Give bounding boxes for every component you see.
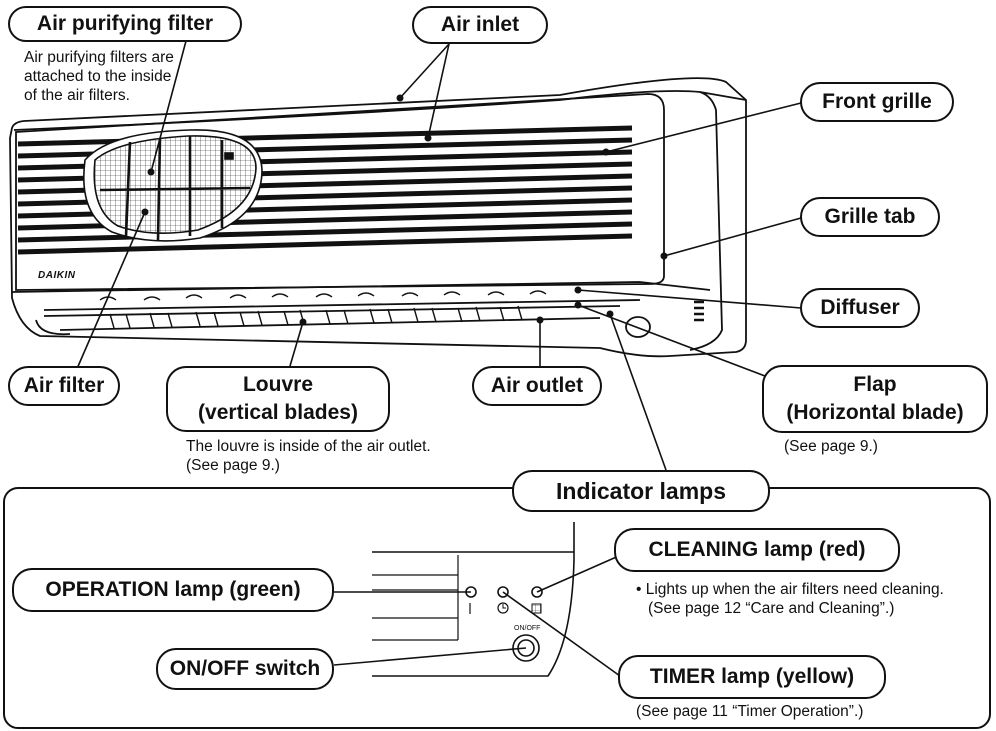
note-cleaning: • Lights up when the air filters need cl… [636,580,944,618]
onoff-button-caption: ON/OFF [514,625,541,632]
label-diffuser-text: Diffuser [820,296,900,319]
label-air-purifying-filter-text: Air purifying filter [36,12,214,35]
label-air-inlet-text: Air inlet [440,13,520,36]
label-timer-lamp-text: TIMER lamp (yellow) [649,665,855,688]
note-cleaning-line2: (See page 12 “Care and Cleaning”.) [648,600,895,617]
label-air-purifying-filter: Air purifying filter [8,6,242,42]
filter-cutaway [83,129,263,242]
label-front-grille-text: Front grille [822,90,932,113]
note-cleaning-line1: • Lights up when the air filters need cl… [636,581,944,598]
label-cleaning-lamp-text: CLEANING lamp (red) [648,538,866,561]
label-grille-tab-text: Grille tab [824,205,916,228]
note-flap: (See page 9.) [784,438,878,455]
note-louvre-line1: The louvre is inside of the air outlet. [186,438,431,455]
label-onoff-switch: ON/OFF switch [156,648,334,690]
note-louvre-line2: (See page 9.) [186,457,280,474]
note-timer: (See page 11 “Timer Operation”.) [636,703,864,720]
label-louvre-line2: (vertical blades) [198,401,358,424]
label-air-outlet: Air outlet [472,366,602,406]
label-timer-lamp: TIMER lamp (yellow) [618,655,886,699]
note-air-purifying: Air purifying filters are attached to th… [24,48,174,105]
label-cleaning-lamp: CLEANING lamp (red) [614,528,900,572]
label-air-filter: Air filter [8,366,120,406]
brand-logo: DAIKIN [38,270,75,281]
label-flap-line2: (Horizontal blade) [786,401,964,424]
label-flap-line1: Flap [853,373,897,396]
brand-name: DAIKIN [38,270,76,281]
label-louvre: Louvre (vertical blades) [166,366,390,432]
note-air-purifying-line3: of the air filters. [24,87,130,104]
label-air-outlet-text: Air outlet [490,374,584,397]
label-diffuser: Diffuser [800,288,920,328]
indicator-inset-frame [3,487,991,729]
label-indicator-lamps: Indicator lamps [512,470,770,512]
note-air-purifying-line1: Air purifying filters are [24,49,174,66]
label-indicator-lamps-text: Indicator lamps [556,478,726,504]
note-louvre: The louvre is inside of the air outlet. … [186,437,431,475]
label-operation-lamp: OPERATION lamp (green) [12,568,334,612]
label-operation-lamp-text: OPERATION lamp (green) [45,578,301,601]
note-air-purifying-line2: attached to the inside [24,68,172,85]
label-air-inlet: Air inlet [412,6,548,44]
leader-dots [141,94,668,326]
label-onoff-switch-text: ON/OFF switch [169,657,321,680]
label-air-filter-text: Air filter [23,374,105,397]
label-louvre-line1: Louvre [242,373,313,396]
label-grille-tab: Grille tab [800,197,940,237]
label-front-grille: Front grille [800,82,954,122]
label-flap: Flap (Horizontal blade) [762,365,988,433]
